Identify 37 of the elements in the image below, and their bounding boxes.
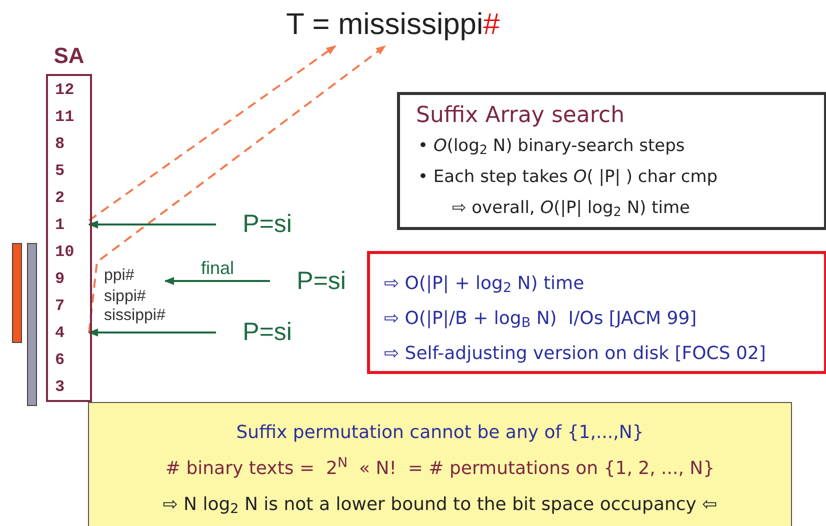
column-heading: SA (52, 42, 86, 70)
array-entry: 10 (55, 244, 74, 260)
result-box (367, 251, 826, 374)
array-entry: 5 (55, 162, 65, 178)
array-entry: 12 (55, 82, 74, 98)
array-entry: 7 (55, 298, 65, 314)
pattern-label: P=si (296, 268, 346, 294)
bullet-text: ⇨ overall, O(|P| log$_{2}$ N) time (452, 198, 690, 218)
pattern-label: P=si (242, 320, 292, 345)
array-entry: 2 (55, 190, 65, 206)
arrow (164, 277, 270, 285)
note-text: # binary texts = 2$^{N}$ « N! = # permutations on {1, 2, ..., N} (165, 458, 715, 479)
array-entry: 4 (55, 324, 65, 340)
result-text: ⇨ O(|P| + log$_{2}$ N) time (384, 273, 584, 294)
bullet-text: • O(log$_{2}$ N) binary-search steps (418, 136, 685, 156)
array-entry: 6 (55, 352, 65, 368)
arrow (88, 45, 386, 333)
array-entry: 1 (55, 216, 65, 232)
pattern-label: P=si (242, 212, 292, 237)
note-text: ⇨ N log$_{2}$ N is not a lower bound to the bit space occupancy ⇦ (162, 494, 718, 515)
result-text: ⇨ Self-adjusting version on disk [FOCS 02] (384, 343, 766, 364)
array-entry: 3 (55, 378, 65, 394)
bullet-text: • Each step takes O( |P| ) char cmp (418, 167, 718, 187)
info-box (397, 92, 826, 230)
text-string: T = mississippi# (286, 10, 500, 40)
note-text: Suffix permutation cannot be any of {1,...,N} (236, 422, 644, 443)
result-text: ⇨ O(|P|/B + log$_{B}$ N) I/Os [JACM 99] (384, 308, 697, 329)
box-heading: Suffix Array search (416, 103, 625, 128)
arrow (88, 220, 216, 228)
arrow (88, 45, 336, 222)
array-entry: 11 (55, 108, 74, 124)
suffix-text: ppi# (104, 266, 165, 286)
arrow (88, 328, 216, 336)
array-entry: 9 (55, 270, 65, 286)
edge-label: final (200, 259, 234, 277)
note-box (88, 402, 792, 526)
array-entry: 8 (55, 136, 65, 152)
